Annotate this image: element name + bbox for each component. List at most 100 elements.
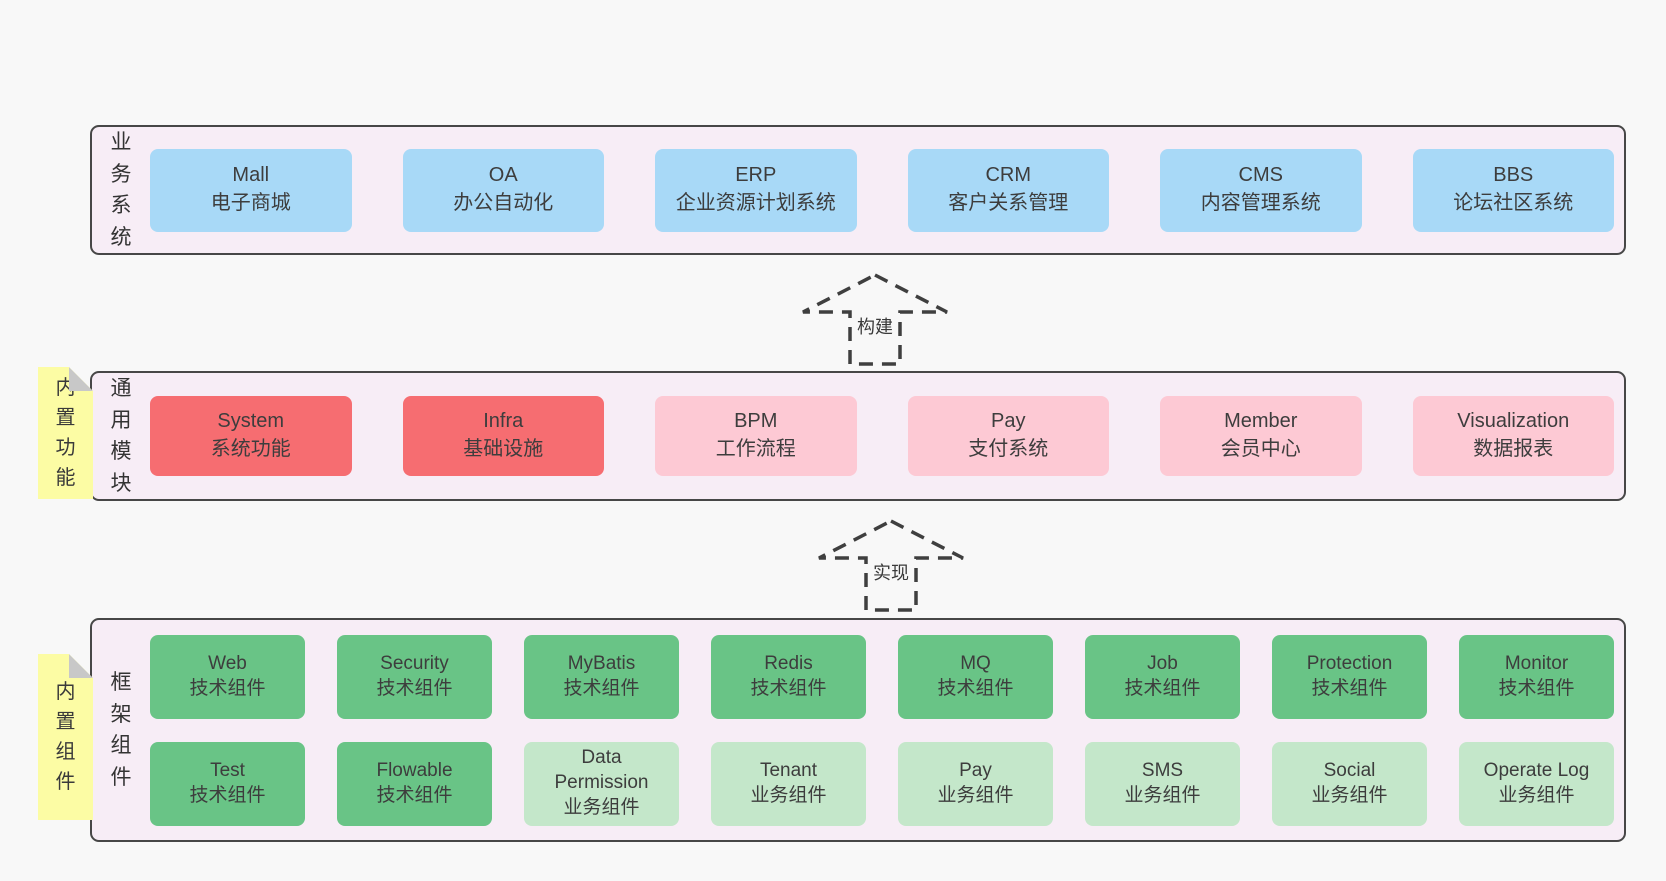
box-test: Test 技术组件 [150, 741, 305, 826]
note-builtin-features: 内置功能 [38, 367, 93, 499]
box-mybatis: MyBatis 技术组件 [524, 634, 679, 719]
box-title: Flowable [376, 759, 453, 781]
layer-label-text: 业务系统 [110, 131, 132, 249]
box-subtitle: 技术组件 [189, 784, 266, 806]
box-redis: Redis 技术组件 [711, 634, 866, 719]
layer-framework-components: 框架组件 Web 技术组件 Security 技术组件 MyBatis 技术组件… [90, 618, 1626, 842]
business-boxes-area: Mall 电子商城 OA 办公自动化 ERP 企业资源计划系统 CRM 客户关系… [150, 127, 1624, 253]
note-builtin-components: 内置组件 [38, 654, 93, 820]
box-web: Web 技术组件 [150, 634, 305, 719]
box-title: OA [488, 164, 518, 187]
box-title: Pay [991, 410, 1026, 433]
box-erp: ERP 企业资源计划系统 [655, 148, 857, 232]
box-job: Job 技术组件 [1085, 634, 1240, 719]
module-boxes-area: System 系统功能 Infra 基础设施 BPM 工作流程 Pay 支付系统… [150, 373, 1624, 499]
box-visualization: Visualization 数据报表 [1412, 396, 1614, 476]
box-subtitle: 技术组件 [563, 677, 640, 699]
box-subtitle: 办公自动化 [453, 192, 554, 214]
box-subtitle: 数据报表 [1473, 438, 1554, 460]
arrow-build: 构建 [800, 272, 950, 367]
box-crm: CRM 客户关系管理 [907, 148, 1109, 232]
box-pay-module: Pay 支付系统 [907, 396, 1109, 476]
box-title: Social [1323, 759, 1376, 781]
box-subtitle: 论坛社区系统 [1453, 192, 1574, 214]
box-bbs: BBS 论坛社区系统 [1412, 148, 1614, 232]
arrow-implement: 实现 [816, 518, 966, 613]
arrow-implement-label: 实现 [870, 558, 912, 586]
box-title: Security [380, 652, 449, 674]
box-title: Visualization [1457, 410, 1570, 433]
box-subtitle: 支付系统 [968, 438, 1049, 460]
box-title: Infra [483, 410, 524, 433]
box-title: CMS [1238, 164, 1283, 187]
box-monitor: Monitor 技术组件 [1459, 634, 1614, 719]
layer-label-business-systems: 业务系统 [92, 127, 150, 253]
box-mall: Mall 电子商城 [150, 148, 352, 232]
box-title: Member [1224, 410, 1298, 433]
box-title: Protection [1306, 652, 1393, 674]
box-title: SMS [1141, 759, 1184, 781]
box-title: Operate Log [1483, 759, 1590, 781]
box-subtitle: 会员中心 [1220, 438, 1301, 460]
component-boxes-row-2: Test 技术组件 Flowable 技术组件 Data Permission … [150, 741, 1614, 826]
arrow-build-label: 构建 [854, 312, 896, 340]
box-oa: OA 办公自动化 [402, 148, 604, 232]
box-title: Data Permission [554, 747, 649, 794]
box-subtitle: 技术组件 [1311, 677, 1388, 699]
box-pay-component: Pay 业务组件 [898, 741, 1053, 826]
box-system: System 系统功能 [150, 396, 352, 476]
box-title: System [217, 410, 285, 433]
box-subtitle: 业务组件 [1124, 784, 1201, 806]
box-flowable: Flowable 技术组件 [337, 741, 492, 826]
box-member: Member 会员中心 [1160, 396, 1362, 476]
box-subtitle: 业务组件 [750, 784, 827, 806]
box-title: Job [1147, 652, 1178, 674]
box-subtitle: 技术组件 [189, 677, 266, 699]
layer-label-text: 框架组件 [110, 671, 132, 789]
box-title: Monitor [1504, 652, 1569, 674]
box-subtitle: 技术组件 [1124, 677, 1201, 699]
box-data-permission: Data Permission 业务组件 [524, 741, 679, 826]
box-subtitle: 业务组件 [563, 796, 640, 818]
box-mq: MQ 技术组件 [898, 634, 1053, 719]
box-title: Mall [232, 164, 270, 187]
box-subtitle: 内容管理系统 [1200, 192, 1321, 214]
component-boxes-row-1: Web 技术组件 Security 技术组件 MyBatis 技术组件 Redi… [150, 634, 1614, 719]
box-title: Tenant [759, 759, 818, 781]
note-text: 内置功能 [55, 377, 76, 489]
box-title: Redis [764, 652, 813, 674]
box-cms: CMS 内容管理系统 [1160, 148, 1362, 232]
box-subtitle: 技术组件 [1498, 677, 1575, 699]
box-subtitle: 电子商城 [210, 192, 291, 214]
box-subtitle: 业务组件 [1311, 784, 1388, 806]
box-subtitle: 工作流程 [715, 438, 796, 460]
box-bpm: BPM 工作流程 [655, 396, 857, 476]
box-title: Web [208, 652, 247, 674]
layer-label-common-modules: 通用模块 [92, 373, 150, 499]
box-subtitle: 技术组件 [750, 677, 827, 699]
box-title: Pay [959, 759, 992, 781]
business-boxes-row: Mall 电子商城 OA 办公自动化 ERP 企业资源计划系统 CRM 客户关系… [150, 148, 1614, 232]
box-subtitle: 技术组件 [376, 784, 453, 806]
box-subtitle: 基础设施 [463, 438, 544, 460]
module-boxes-row: System 系统功能 Infra 基础设施 BPM 工作流程 Pay 支付系统… [150, 396, 1614, 476]
box-title: BBS [1493, 164, 1534, 187]
layer-common-modules: 通用模块 System 系统功能 Infra 基础设施 BPM 工作流程 Pay [90, 371, 1626, 501]
box-title: MyBatis [567, 652, 636, 674]
box-subtitle: 业务组件 [937, 784, 1014, 806]
box-subtitle: 技术组件 [937, 677, 1014, 699]
box-tenant: Tenant 业务组件 [711, 741, 866, 826]
box-subtitle: 业务组件 [1498, 784, 1575, 806]
box-subtitle: 系统功能 [210, 438, 291, 460]
box-infra: Infra 基础设施 [402, 396, 604, 476]
box-security: Security 技术组件 [337, 634, 492, 719]
layer-label-text: 通用模块 [110, 377, 132, 495]
box-title: MQ [960, 652, 991, 674]
box-sms: SMS 业务组件 [1085, 741, 1240, 826]
box-protection: Protection 技术组件 [1272, 634, 1427, 719]
box-title: BPM [734, 410, 778, 433]
note-text: 内置组件 [55, 681, 76, 793]
box-subtitle: 企业资源计划系统 [675, 192, 836, 214]
box-subtitle: 技术组件 [376, 677, 453, 699]
component-boxes-area: Web 技术组件 Security 技术组件 MyBatis 技术组件 Redi… [150, 620, 1624, 840]
